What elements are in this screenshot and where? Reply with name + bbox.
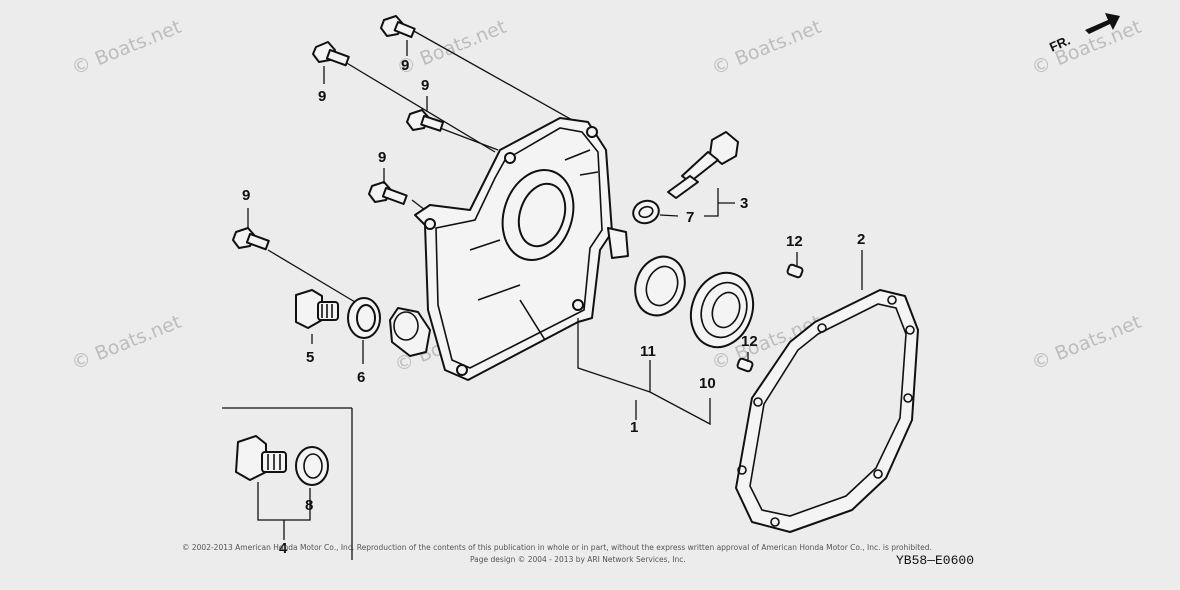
watermark: © Boats.net [69, 16, 185, 80]
dowel-pin-12-a [786, 263, 804, 279]
oil-seal-6 [347, 297, 381, 339]
gasket-2 [735, 289, 919, 533]
leader-line [267, 249, 356, 303]
page-design-notice: Page design © 2004 - 2013 by ARI Network… [470, 555, 686, 564]
bracket-lines [247, 40, 863, 540]
bolt-9-a [380, 15, 416, 39]
label-9: 9 [401, 57, 409, 74]
label-9: 9 [421, 77, 429, 94]
label-5: 5 [306, 349, 314, 366]
bolt-9-e [232, 227, 270, 251]
drain-plug-4 [235, 435, 287, 481]
leader-line [439, 127, 499, 151]
dowel-pin-12-b [736, 357, 754, 373]
bolt-9-d [368, 181, 408, 205]
label-2: 2 [857, 231, 865, 248]
dipstick-3 [667, 131, 739, 199]
washer-8 [295, 446, 329, 486]
bearing-11 [634, 255, 686, 317]
sleeve [389, 307, 431, 357]
bearing-10 [689, 271, 755, 349]
o-ring-7 [632, 199, 660, 225]
bolt-9-b [312, 41, 350, 67]
label-10: 10 [699, 375, 716, 392]
label-8: 8 [305, 497, 313, 514]
watermark: © Boats.net [1029, 16, 1145, 80]
label-12: 12 [741, 333, 758, 350]
leader-line [411, 29, 591, 131]
watermark: © Boats.net [709, 16, 825, 80]
bolts-group [232, 15, 591, 303]
leader-line [411, 199, 426, 211]
label-11: 11 [640, 343, 656, 360]
label-1: 1 [630, 419, 638, 436]
watermark: © Boats.net [69, 311, 185, 375]
copyright-notice: © 2002-2013 American Honda Motor Co., In… [182, 543, 932, 552]
drain-plug-5 [295, 289, 339, 329]
label-3: 3 [740, 195, 748, 212]
label-6: 6 [357, 369, 365, 386]
leader-line [344, 61, 496, 153]
direction-arrow-icon [1085, 13, 1120, 34]
bolt-9-c [406, 109, 445, 132]
label-9: 9 [378, 149, 386, 166]
label-12: 12 [786, 233, 803, 250]
inset-box [222, 407, 353, 560]
label-9: 9 [318, 88, 326, 105]
watermark: © Boats.net [394, 16, 510, 80]
label-9: 9 [242, 187, 250, 204]
diagram-code: YB58—E0600 [896, 553, 974, 568]
label-7: 7 [686, 209, 694, 226]
label-4: 4 [279, 540, 288, 557]
watermark: © Boats.net [1029, 311, 1145, 375]
crankcase-cover [414, 117, 629, 381]
part-labels: 9 9 9 9 9 3 7 12 2 12 5 6 11 10 1 8 4 [242, 57, 865, 557]
